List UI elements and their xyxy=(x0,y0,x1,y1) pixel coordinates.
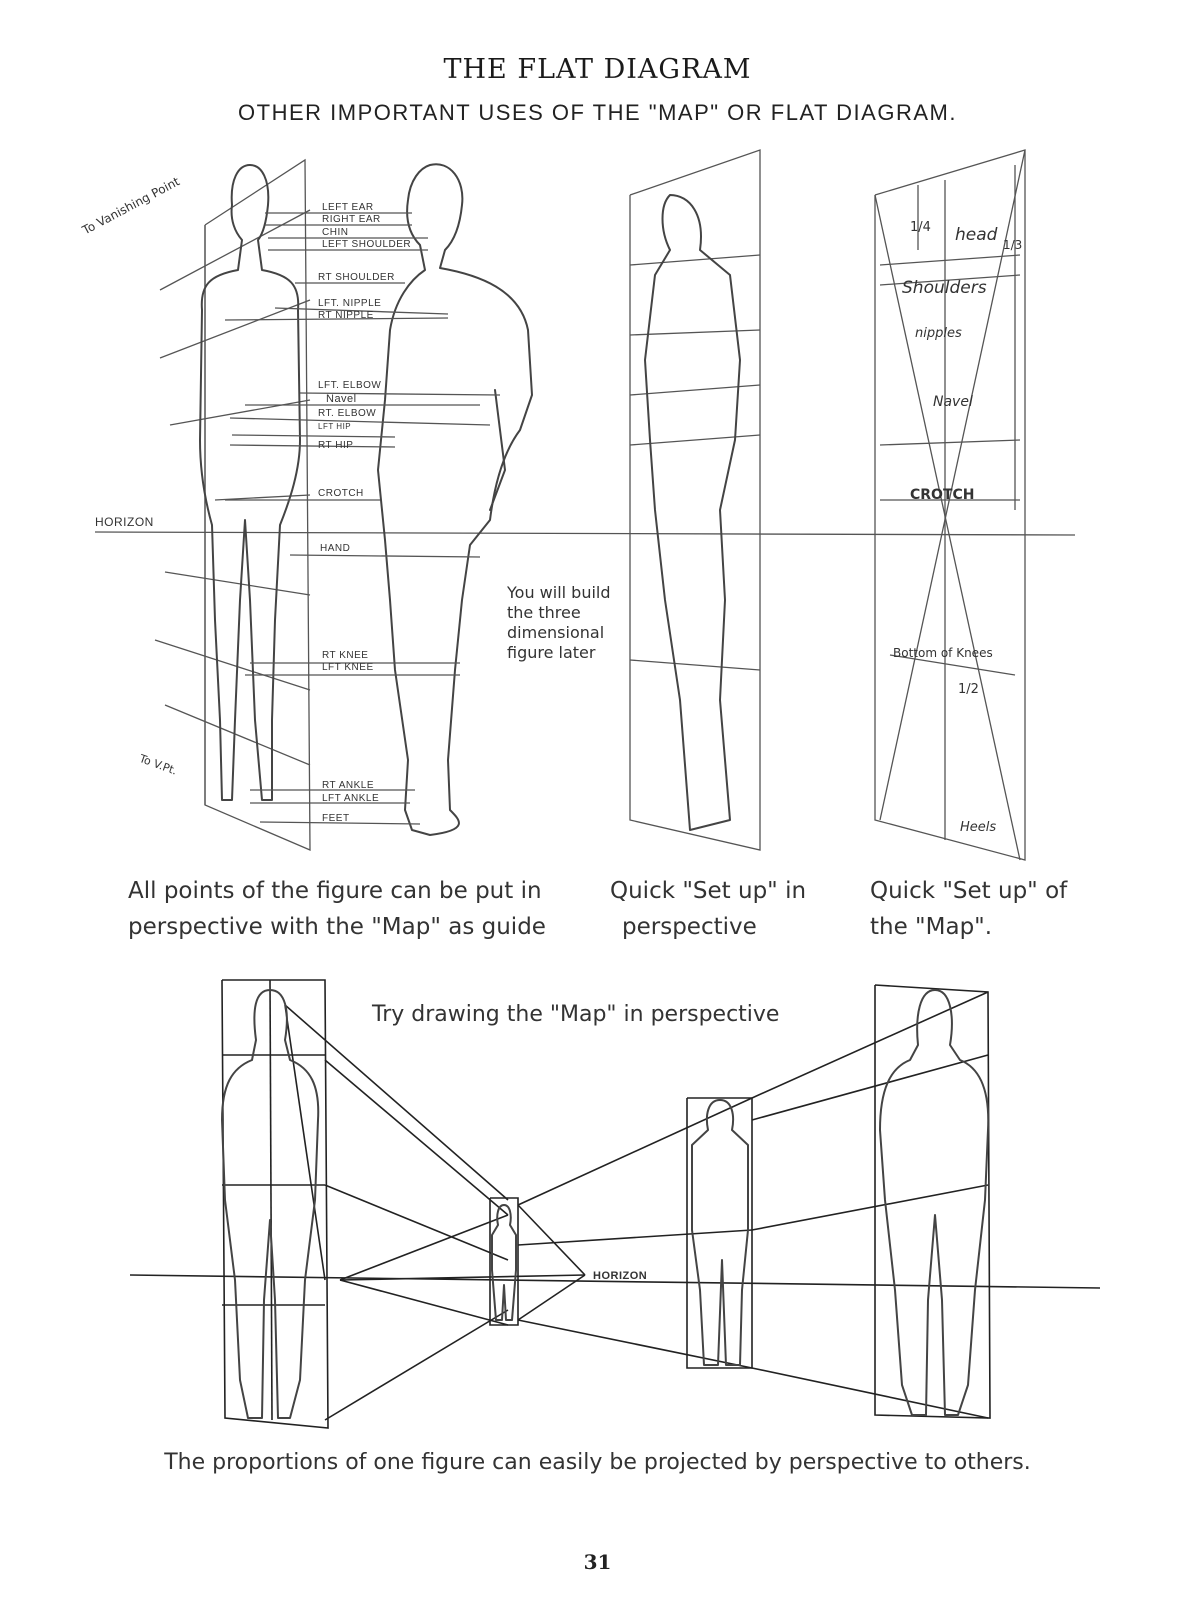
front-figure-outline xyxy=(199,164,301,801)
bottom-horizon-label: HORIZON xyxy=(593,1270,648,1282)
map-label-heels: Heels xyxy=(960,820,997,835)
landmark-label: RT NIPPLE xyxy=(318,310,374,321)
map-label-half: 1/2 xyxy=(958,682,979,697)
landmark-label: LEFT SHOULDER xyxy=(322,239,412,250)
horizon-label: HORIZON xyxy=(95,515,154,529)
note-line: figure later xyxy=(507,643,596,662)
side-figure-outline xyxy=(377,163,533,836)
landmark-label: CROTCH xyxy=(318,488,364,499)
note-line: dimensional xyxy=(507,623,605,642)
map-label-head: head xyxy=(955,225,998,245)
caption-left: All points of the figure can be put in p… xyxy=(128,873,546,945)
landmark-label: LFT ANKLE xyxy=(322,793,380,804)
map-setup xyxy=(874,149,1026,861)
landmark-label: RT HIP xyxy=(318,440,354,451)
perspective-setup xyxy=(629,149,761,851)
landmark-label: RT ANKLE xyxy=(322,780,374,791)
map-label-quarter: 1/4 xyxy=(910,220,931,235)
caption-line: the "Map". xyxy=(870,914,993,940)
map-label-navel: Navel xyxy=(933,394,973,410)
landmark-label: RIGHT EAR xyxy=(322,214,381,225)
caption-right: Quick "Set up" of the "Map". xyxy=(870,873,1067,945)
caption-line: Quick "Set up" of xyxy=(870,878,1068,904)
landmark-label: Navel xyxy=(326,393,357,405)
caption-middle: Quick "Set up" in perspective xyxy=(610,873,806,945)
bottom-horizon-line xyxy=(129,1274,1101,1289)
landmark-label: RT SHOULDER xyxy=(318,272,395,283)
landmark-label: HAND xyxy=(320,543,351,554)
map-label-crotch: CROTCH xyxy=(910,487,975,503)
bottom-heading: Try drawing the "Map" in perspective xyxy=(372,1002,780,1027)
caption-line: perspective xyxy=(622,914,757,940)
caption-line: All points of the figure can be put in xyxy=(128,878,542,904)
note-line: the three xyxy=(507,603,581,622)
horizon-line xyxy=(94,531,1076,536)
bottom-caption: The proportions of one figure can easily… xyxy=(164,1450,1031,1475)
note-line: You will build xyxy=(507,583,611,602)
bottom-figure-middle xyxy=(691,1099,749,1366)
landmark-label: LFT HIP xyxy=(318,422,352,431)
landmark-leader-lines xyxy=(224,212,501,825)
landmark-label: FEET xyxy=(322,813,350,824)
landmark-label: LEFT EAR xyxy=(322,202,374,213)
page-subtitle: OTHER IMPORTANT USES OF THE "MAP" OR FLA… xyxy=(238,100,957,125)
bottom-perspective-lines xyxy=(221,979,991,1429)
caption-line: Quick "Set up" in xyxy=(610,878,807,904)
page-number: 31 xyxy=(583,1550,612,1574)
bottom-figure-right xyxy=(879,989,990,1416)
bottom-figure-left xyxy=(221,989,320,1419)
flat-map-box xyxy=(154,158,311,851)
page-title: THE FLAT DIAGRAM xyxy=(443,54,752,85)
landmark-label: RT. ELBOW xyxy=(318,408,377,419)
landmark-label: LFT. ELBOW xyxy=(318,380,382,391)
landmark-label: LFT KNEE xyxy=(322,662,374,673)
build-note: You will build the three dimensional fig… xyxy=(507,583,611,663)
landmark-label: RT KNEE xyxy=(322,650,369,661)
map-label-shoulders: Shoulders xyxy=(902,278,987,298)
map-label-third: 1/3 xyxy=(1003,238,1023,252)
map-label-bottom-of-knees: Bottom of Knees xyxy=(893,646,993,660)
landmark-label: CHIN xyxy=(322,227,349,238)
caption-line: perspective with the "Map" as guide xyxy=(128,914,546,940)
bottom-figure-center xyxy=(491,1204,517,1321)
landmark-label: LFT. NIPPLE xyxy=(318,298,382,309)
map-label-nipples: nipples xyxy=(915,326,962,341)
